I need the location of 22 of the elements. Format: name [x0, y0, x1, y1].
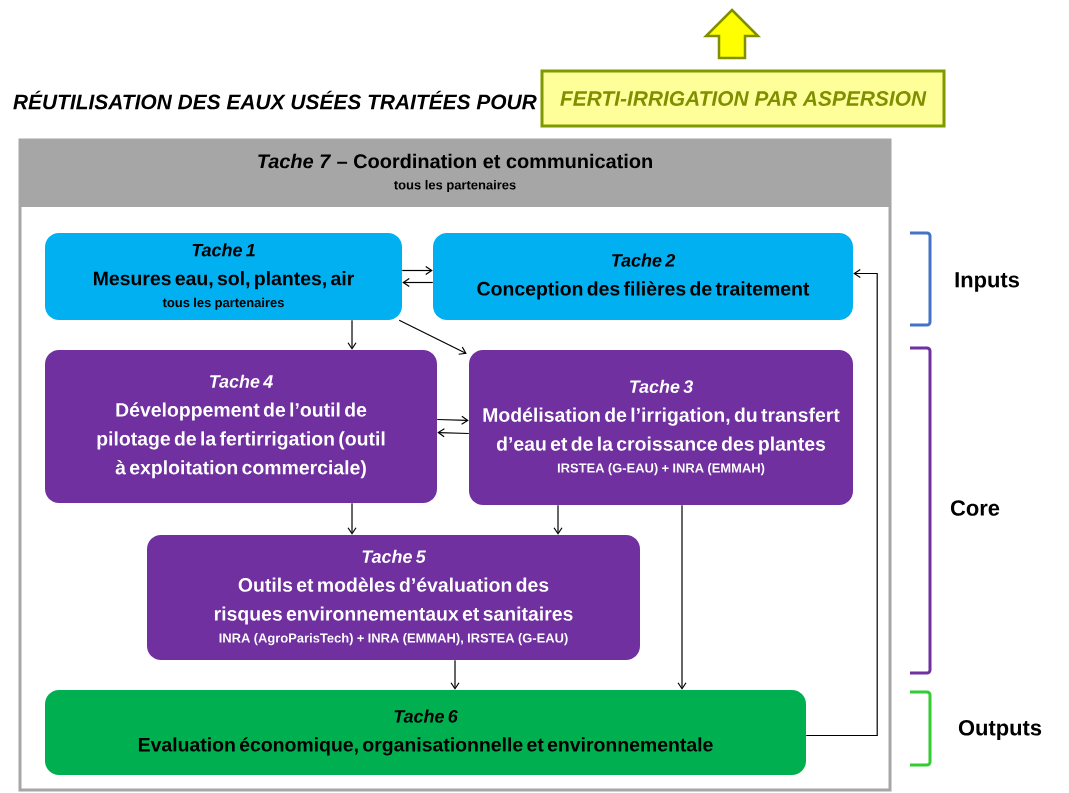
task-box: Tache 3 Modélisation de l’irrigation, du transfert d’eau et de la croissance des plantes IRSTEA (G-EAU) + INRA (EMMAH) [469, 350, 853, 505]
arrow [450, 659, 460, 690]
arrow [437, 428, 470, 438]
arrow [347, 319, 357, 350]
section-label: Inputs [955, 272, 1019, 292]
title: RÉUTILISATION DES EAUX USÉES TRAITÉES POUR [13, 90, 537, 110]
arrow [677, 504, 687, 690]
task-box: Tache 1 Mesures eau, sol, plantes, air tous les partenaires [45, 233, 402, 320]
arrow [805, 268, 878, 737]
arrow [553, 504, 563, 535]
section-label: Outputs [958, 720, 1042, 740]
arrow [436, 415, 469, 425]
section-label: Core [950, 500, 1000, 516]
arrow [347, 502, 357, 535]
task-box: Tache 6 Evaluation économique, organisationnelle et environnementale [45, 690, 806, 775]
arrow [402, 277, 434, 288]
task-box: Tache 4 Développement de l’outil de pilotage de la fertirrigation (outil à exploitation commerciale) [45, 350, 437, 503]
task-box: Tache 2 Conception des filières de traitement [433, 233, 853, 320]
arrow [398, 319, 467, 355]
task-box: Tache 5 Outils et modèles d’évaluation des risques environnementaux et sanitaires INRA (AgroParisTech) + INRA (EMMAH), IRSTEA (G-EAU) [147, 535, 640, 660]
highlight-box: FERTI-IRRIGATION PAR ASPERSION [540, 69, 946, 128]
arrow [401, 265, 433, 276]
